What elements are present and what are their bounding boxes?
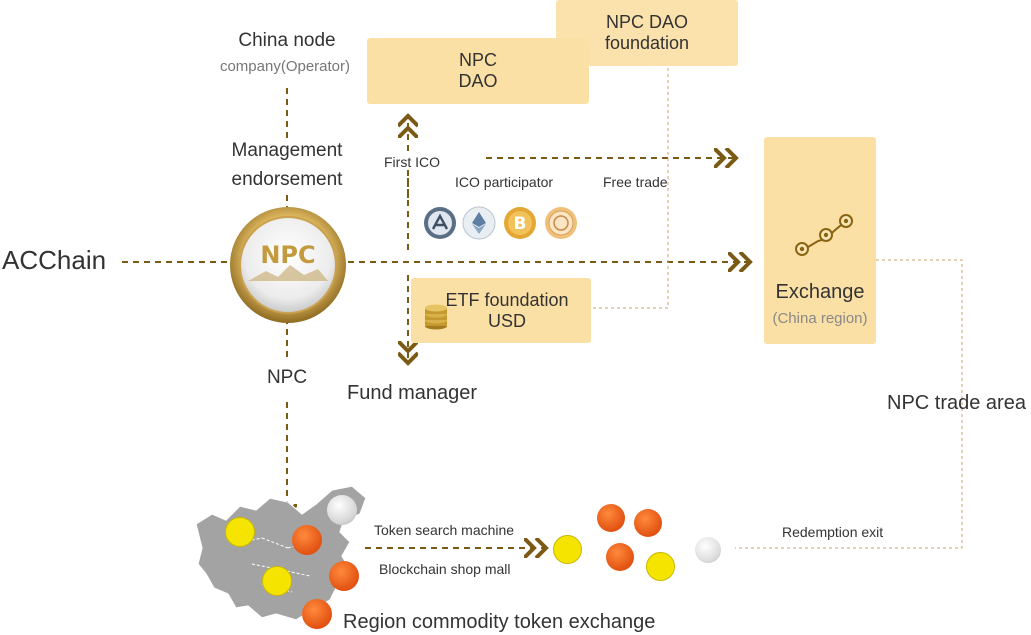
npc-label: NPC	[266, 367, 308, 388]
fund-manager-label: Fund manager	[347, 382, 478, 404]
etf-foundation-box: ETF foundation USD	[411, 278, 591, 343]
china-node-subtitle: company(Operator)	[219, 58, 351, 75]
map-dot-orange-2	[329, 561, 359, 591]
npc-dao-label-1: NPC	[458, 50, 497, 70]
token-dot-yellow-2	[646, 552, 675, 581]
free-trade-label: Free trade	[603, 174, 668, 190]
map-dot-yellow-2	[262, 566, 292, 596]
foundation-to-etf-line	[592, 68, 669, 309]
first-ico-label: First ICO	[384, 154, 440, 170]
npc-dao-foundation-label-2: foundation	[604, 33, 690, 53]
npc-dao-foundation-box: NPC DAO foundation	[556, 0, 738, 66]
map-dot-orange-1	[292, 525, 322, 555]
management-endorsement-line1: Management	[231, 140, 343, 161]
bitcoin-icon: B	[503, 206, 537, 240]
ethereum-icon	[462, 206, 496, 240]
npc-trade-area-label: NPC trade area	[887, 392, 1026, 414]
open-coin-icon	[544, 206, 578, 240]
map-dot-yellow-1	[225, 517, 255, 547]
redemption-exit-label: Redemption exit	[782, 524, 884, 540]
exchange-subtitle: (China region)	[772, 310, 868, 327]
china-node-title: China node	[238, 30, 336, 51]
npc-dao-label-2: DAO	[458, 71, 498, 91]
coin-text: NPC	[260, 241, 315, 269]
coin-stack-icon	[423, 300, 449, 330]
etf-usd-label: USD	[487, 311, 526, 331]
blockchain-shop-label: Blockchain shop mall	[379, 561, 511, 577]
map-dot-orange-3	[302, 599, 332, 629]
npc-dao-foundation-label-1: NPC DAO	[605, 12, 688, 32]
exchange-to-redemption-line	[735, 259, 963, 549]
ico-participator-label: ICO participator	[455, 174, 554, 190]
management-endorsement-line2: endorsement	[231, 169, 343, 190]
ark-coin-icon	[423, 206, 457, 240]
token-dot-yellow-1	[553, 535, 582, 564]
token-dot-white	[695, 537, 721, 563]
etf-foundation-label: ETF foundation	[445, 290, 569, 310]
growth-chart-icon	[790, 211, 854, 259]
svg-text:B: B	[514, 214, 527, 234]
token-search-label: Token search machine	[374, 522, 515, 538]
npc-dao-box: NPC DAO	[367, 38, 589, 104]
map-dot-white	[327, 495, 357, 525]
acchain-label: ACChain	[2, 245, 107, 275]
region-exchange-label: Region commodity token exchange	[343, 611, 656, 633]
token-dot-orange-2	[634, 509, 662, 537]
exchange-title: Exchange	[775, 281, 865, 303]
exchange-box: Exchange (China region)	[764, 137, 876, 344]
npc-coin-icon: NPC	[228, 205, 348, 325]
token-dot-orange-1	[597, 504, 625, 532]
token-dot-orange-3	[606, 543, 634, 571]
